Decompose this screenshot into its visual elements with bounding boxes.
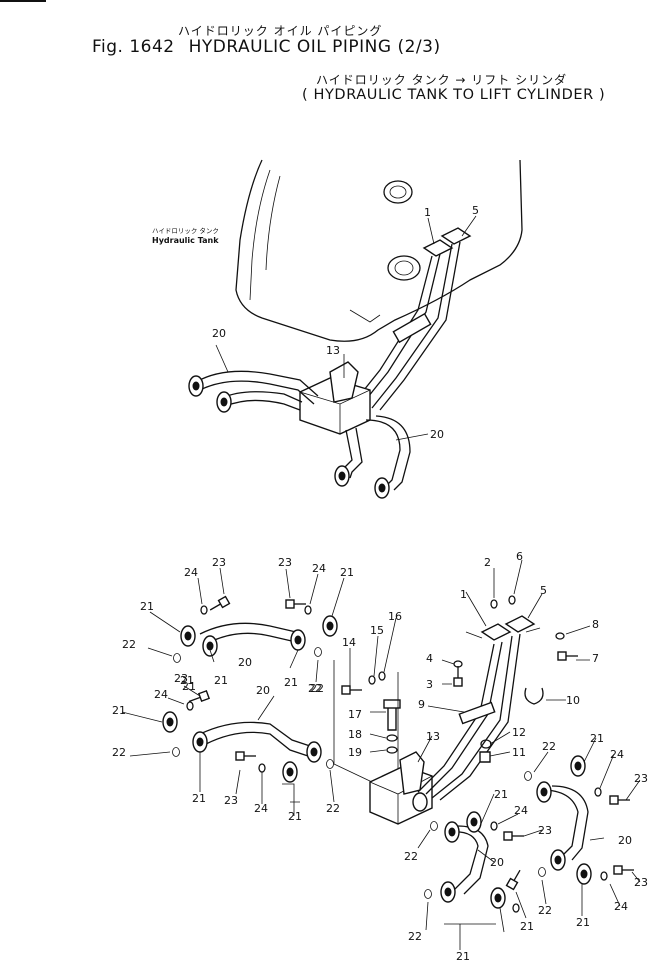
upper-valve-block xyxy=(299,361,371,435)
callout-21j: 21 xyxy=(590,732,604,745)
upper-pipes xyxy=(355,241,461,411)
figure-title-line: Fig. 1642 HYDRAULIC OIL PIPING (2/3) xyxy=(92,37,441,57)
exploded-long-pipes xyxy=(417,595,579,801)
callout-22h: 22 xyxy=(538,904,552,917)
callout-13: 13 xyxy=(426,730,440,743)
callout-22e: 22 xyxy=(310,682,324,695)
callout-22f: 22 xyxy=(542,740,556,753)
exploded-right-pipes xyxy=(524,755,635,885)
callout-24e: 24 xyxy=(610,748,624,761)
japanese-subtitle: ハイドロリック タンク → リフト シリンダ xyxy=(316,73,568,87)
exploded-bolts-14-19 xyxy=(333,660,401,783)
callout-9: 9 xyxy=(418,698,425,711)
callout-21l: 21 xyxy=(576,916,590,929)
callout-23d: 23 xyxy=(224,794,238,807)
tank-outlet-flanges xyxy=(422,227,472,257)
exploded-left-lower-pipe xyxy=(162,711,334,783)
corner-rule xyxy=(0,0,46,2)
upper-callout-1: 1 xyxy=(424,206,431,219)
callout-1: 1 xyxy=(460,588,467,601)
figure-subtitle: ( HYDRAULIC TANK TO LIFT CYLINDER ) xyxy=(302,87,606,103)
callout-10: 10 xyxy=(566,694,580,707)
callout-21f: 21 xyxy=(192,792,206,805)
title-block: ハイドロリック オイル パイピング Fig. 1642 HYDRAULIC OIL… xyxy=(0,0,656,110)
callout-21c: 21 xyxy=(340,566,354,579)
callout-18: 18 xyxy=(348,728,362,741)
callout-23e: 23 xyxy=(634,772,648,785)
callout-19: 19 xyxy=(348,746,362,759)
callout-23b: 23 xyxy=(278,556,292,569)
upper-callout-20-left: 20 xyxy=(212,327,226,340)
callout-21m: 21 xyxy=(456,950,470,962)
callout-17: 17 xyxy=(348,708,362,721)
callout-22d: 22 xyxy=(326,802,340,815)
callout-14: 14 xyxy=(342,636,356,649)
callout-8: 8 xyxy=(592,618,599,631)
exploded-valve-block xyxy=(369,751,433,825)
exploded-center-lower-pipe xyxy=(424,811,525,913)
callout-22g: 22 xyxy=(404,850,418,863)
callout-24c: 24 xyxy=(154,688,168,701)
callout-21a: 21 xyxy=(140,600,154,613)
exploded-view: 23 24 21 22 20 21 23 21 24 21 23 24 21 2… xyxy=(112,550,648,962)
callout-7: 7 xyxy=(592,652,599,665)
callout-20d: 20 xyxy=(490,856,504,869)
figure-title: HYDRAULIC OIL PIPING (2/3) xyxy=(188,37,441,57)
callout-24f: 24 xyxy=(514,804,528,817)
callout-20c: 20 xyxy=(618,834,632,847)
callout-21b: 21 xyxy=(214,674,228,687)
upper-right-pipe xyxy=(334,415,429,499)
callout-12: 12 xyxy=(512,726,526,739)
callout-22a: 22 xyxy=(122,638,136,651)
upper-callout-13: 13 xyxy=(326,344,340,357)
callout-23g: 23 xyxy=(634,876,648,889)
callout-22b: 22 xyxy=(112,746,126,759)
callout-23a: 23 xyxy=(212,556,226,569)
callout-15: 15 xyxy=(370,624,384,637)
callout-22c: 22 xyxy=(308,682,322,695)
exploded-left-upper-pipe xyxy=(173,595,338,711)
callout-20a: 20 xyxy=(238,656,252,669)
callout-6: 6 xyxy=(516,550,523,563)
upper-assembly-view: ハイドロリック タンク Hydraulic Tank xyxy=(152,159,523,499)
callout-5: 5 xyxy=(540,584,547,597)
callout-21i: 21 xyxy=(182,680,196,693)
callout-21d: 21 xyxy=(284,676,298,689)
callout-16: 16 xyxy=(388,610,402,623)
callout-11: 11 xyxy=(512,746,526,759)
callout-21g: 21 xyxy=(288,810,302,823)
japanese-title: ハイドロリック オイル パイピング xyxy=(178,24,383,38)
callout-23h: 21 xyxy=(520,920,534,933)
callout-21e: 21 xyxy=(112,704,126,717)
callout-24b: 24 xyxy=(312,562,326,575)
callout-20b: 20 xyxy=(256,684,270,697)
hydraulic-tank xyxy=(235,159,523,342)
callout-23f: 23 xyxy=(538,824,552,837)
upper-left-pipe xyxy=(188,344,319,413)
callout-24a: 24 xyxy=(184,566,198,579)
upper-callout-20-right: 20 xyxy=(430,428,444,441)
callout-24d: 24 xyxy=(254,802,268,815)
callout-4: 4 xyxy=(426,652,433,665)
callout-21h: 21 xyxy=(180,674,194,687)
tank-label-jp: ハイドロリック タンク xyxy=(152,226,219,235)
upper-callout-5: 5 xyxy=(472,204,479,217)
callout-24g: 24 xyxy=(614,900,628,913)
figure-number: Fig. 1642 xyxy=(92,37,175,57)
callout-23c: 23 xyxy=(174,672,188,685)
callout-3: 3 xyxy=(426,678,433,691)
tank-label-en: Hydraulic Tank xyxy=(152,236,219,245)
callout-2: 2 xyxy=(484,556,491,569)
callout-22i: 22 xyxy=(408,930,422,943)
callout-21k: 21 xyxy=(494,788,508,801)
